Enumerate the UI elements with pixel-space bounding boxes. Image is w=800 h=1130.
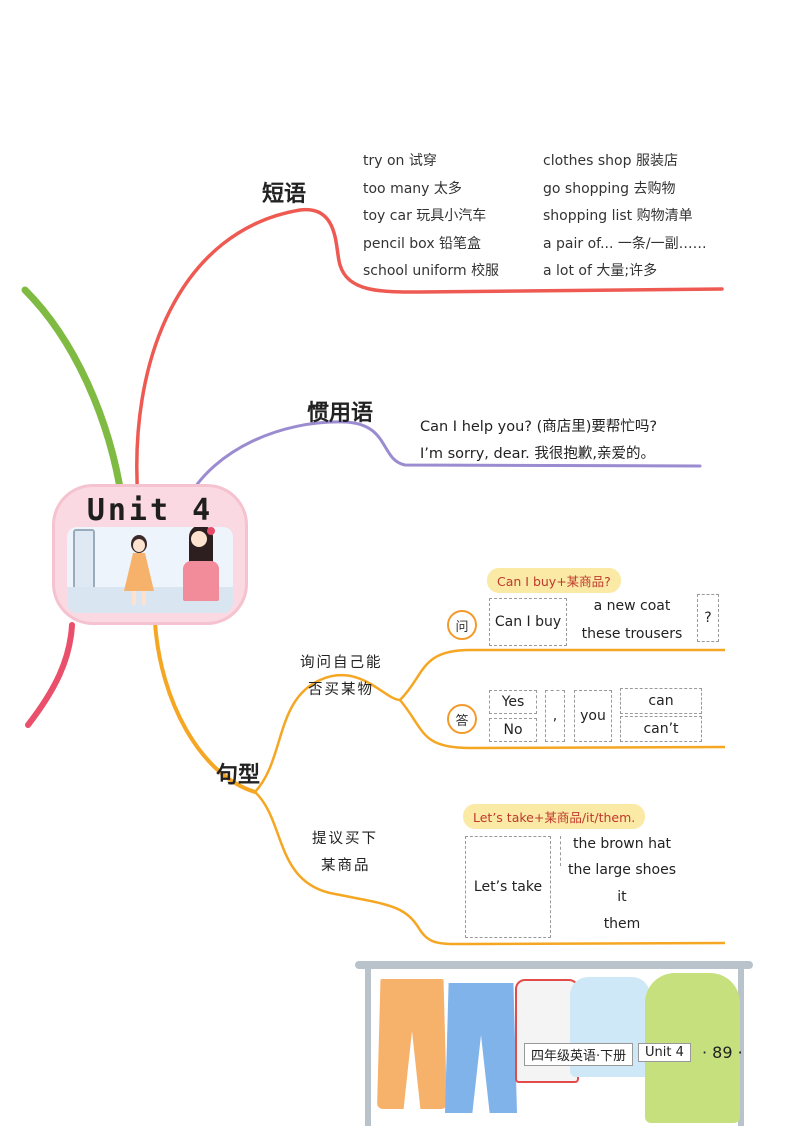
- footer-unit: Unit 4: [638, 1043, 691, 1062]
- a-can-box: can: [620, 688, 702, 714]
- phrase-item: school uniform 校服: [363, 263, 500, 279]
- phrase-item: shopping list 购物清单: [543, 208, 693, 224]
- phrase-item: toy car 玩具小汽车: [363, 208, 487, 224]
- woman-icon: [177, 527, 227, 613]
- suggest-item: them: [603, 916, 641, 932]
- center-node: Unit 4: [55, 487, 245, 622]
- a-cant-box: can’t: [620, 716, 702, 742]
- phrases-left-column: try on 试穿 too many 太多 toy car 玩具小汽车 penc…: [363, 150, 499, 288]
- suggest-label-line2: 某商品: [321, 858, 371, 874]
- rack-bar: [355, 961, 753, 969]
- phrases-heading: 短语: [262, 182, 307, 207]
- blue-trousers-icon: [445, 983, 517, 1113]
- sentences-branch: [153, 620, 257, 794]
- suggest-label-line1: 提议买下: [312, 831, 378, 847]
- phrase-item: a pair of... 一条/一副……: [543, 235, 707, 252]
- idioms-list: Can I help you? (商店里)要帮忙吗? I’m sorry, de…: [420, 415, 657, 469]
- phrase-item: a lot of 大量;许多: [543, 263, 658, 279]
- ask-label-line2: 否买某物: [308, 682, 374, 698]
- phrase-item: clothes shop 服装店: [543, 153, 678, 169]
- idioms-heading: 惯用语: [307, 401, 374, 426]
- sentences-heading: 句型: [216, 763, 261, 788]
- suggest-lead-box: Let’s take: [465, 836, 551, 938]
- footer-page-number: · 89 ·: [702, 1043, 743, 1062]
- suggest-divider: [560, 836, 561, 866]
- ask-label-line1: 询问自己能: [300, 655, 383, 671]
- phrase-item: go shopping 去购物: [543, 180, 676, 197]
- phrase-item: pencil box 铅笔盒: [363, 235, 482, 252]
- suggest-item: the large shoes: [568, 862, 676, 878]
- question-marker-icon: 问: [447, 610, 477, 640]
- a-comma-box: ,: [545, 690, 565, 742]
- green-branch: [21, 286, 126, 504]
- suggest-branch: [254, 791, 726, 946]
- center-title: Unit 4: [86, 493, 214, 528]
- footer-book: 四年级英语·下册: [524, 1043, 634, 1066]
- rack-post-left: [365, 961, 371, 1126]
- phrases-branch: [135, 208, 724, 502]
- answer-marker-icon: 答: [447, 704, 477, 734]
- rack-post-right: [738, 961, 744, 1126]
- ask-branch-answer: [399, 699, 726, 750]
- orange-trousers-icon: [377, 979, 447, 1109]
- idiom-item: I’m sorry, dear. 我很抱歉,亲爱的。: [420, 446, 655, 462]
- pink-branch: [25, 622, 75, 728]
- q-lead-box: Can I buy: [489, 598, 567, 646]
- ask-pattern: Can I buy+某商品?: [487, 568, 621, 593]
- a-yes-box: Yes: [489, 690, 537, 714]
- q-item: a new coat: [593, 598, 671, 614]
- a-you-box: you: [574, 690, 612, 742]
- idiom-item: Can I help you? (商店里)要帮忙吗?: [420, 419, 658, 435]
- idioms-branch: [186, 420, 702, 500]
- q-item: these trousers: [581, 626, 683, 642]
- phrase-item: too many 太多: [363, 180, 462, 197]
- a-no-box: No: [489, 718, 537, 742]
- phrases-right-column: clothes shop 服装店 go shopping 去购物 shoppin…: [543, 150, 707, 288]
- phrase-item: try on 试穿: [363, 153, 437, 169]
- suggest-item: it: [617, 889, 627, 905]
- q-end-box: ?: [697, 594, 719, 642]
- suggest-pattern: Let’s take+某商品/it/them.: [463, 804, 646, 829]
- center-scene: [67, 527, 233, 613]
- suggest-item: the brown hat: [572, 836, 672, 852]
- ask-branch: [254, 648, 725, 793]
- girl-in-dress-icon: [119, 535, 159, 609]
